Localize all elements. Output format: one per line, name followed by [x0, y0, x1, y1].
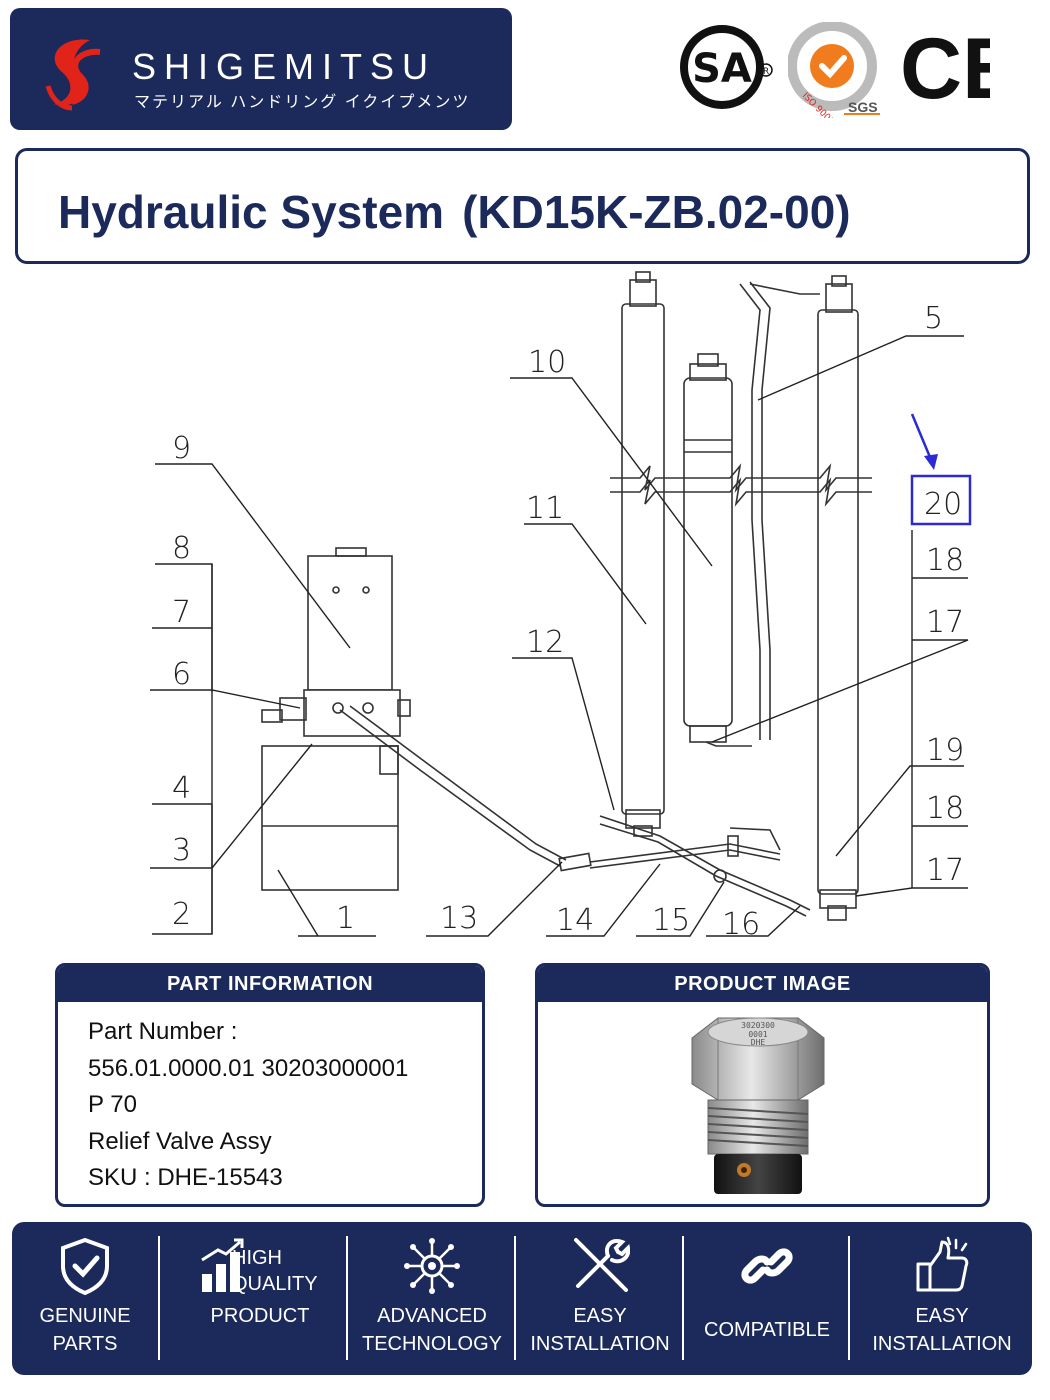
label-11: 11 — [526, 491, 564, 526]
cylinder-right — [817, 309, 859, 895]
cylinder-left — [621, 303, 665, 815]
pump-motor — [307, 555, 393, 691]
part-information-panel: PART INFORMATION Part Number : 556.01.00… — [55, 963, 485, 1207]
feature-easy-installation-tools: EASY INSTALLATION — [516, 1222, 684, 1375]
csa-certification-icon: SA R — [680, 25, 773, 109]
sgs-text: SGS — [848, 99, 878, 115]
label-17-upper: 17 — [926, 605, 964, 640]
label-12: 12 — [526, 625, 564, 660]
label-1: 1 — [336, 901, 355, 936]
feature-line: TECHNOLOGY — [361, 1333, 503, 1355]
ce-certification-icon: CE — [900, 28, 990, 108]
label-2: 2 — [172, 897, 191, 932]
oil-tank — [261, 745, 399, 891]
label-15: 15 — [652, 903, 690, 938]
label-6: 6 — [172, 657, 191, 692]
label-4: 4 — [172, 771, 191, 806]
label-17-lower: 17 — [926, 853, 964, 888]
part-number-label: Part Number : — [88, 1018, 238, 1045]
product-image-panel: PRODUCT IMAGE 3020300 0001 DHE — [535, 963, 990, 1207]
label-20: 20 — [924, 487, 962, 522]
divider — [158, 1222, 160, 1375]
part-description: Relief Valve Assy — [88, 1127, 272, 1155]
diagram-labels: 9 8 7 6 4 3 2 1 13 14 15 16 10 11 12 5 2… — [172, 301, 964, 942]
feature-line: HIGH — [232, 1247, 282, 1269]
part-information-lines: Part Number : 556.01.0000.01 30203000001… — [58, 1002, 482, 1197]
feature-line: PARTS — [52, 1333, 118, 1355]
feature-line: INSTALLATION — [530, 1333, 670, 1355]
bar-chart-icon — [201, 1238, 244, 1292]
shield-check-icon — [61, 1237, 109, 1296]
label-19: 19 — [926, 733, 964, 768]
feature-line: COMPATIBLE — [704, 1319, 830, 1341]
divider — [514, 1222, 516, 1375]
feature-line: INSTALLATION — [872, 1333, 1012, 1355]
label-18-lower: 18 — [926, 791, 964, 826]
label-13: 13 — [440, 901, 478, 936]
hydraulic-system-diagram: 9 8 7 6 4 3 2 1 13 14 15 16 10 11 12 5 2… — [150, 271, 972, 942]
label-14: 14 — [556, 903, 594, 938]
engraving-line-2: 0001 — [748, 1030, 767, 1039]
part-number-value: 556.01.0000.01 30203000001 — [88, 1054, 409, 1082]
engraving-line-1: 3020300 — [741, 1021, 775, 1030]
feature-high-quality: HIGH QUALITY PRODUCT — [172, 1222, 348, 1375]
brand-subtitle: マテリアル ハンドリング イクイプメンツ — [134, 94, 471, 111]
label-5: 5 — [924, 301, 943, 336]
part-position: P 70 — [88, 1091, 137, 1118]
feature-genuine-parts: GENUINE PARTS — [12, 1222, 158, 1375]
link-icon — [741, 1248, 793, 1284]
divider — [682, 1222, 684, 1375]
feature-line: QUALITY — [232, 1273, 318, 1295]
feature-line: EASY — [573, 1305, 627, 1327]
feature-advanced-technology: ADVANCED TECHNOLOGY — [348, 1222, 516, 1375]
highlight-arrow — [910, 413, 934, 463]
feature-compatible: COMPATIBLE — [684, 1222, 850, 1375]
product-image-header: PRODUCT IMAGE — [538, 966, 987, 1002]
highlight-box — [910, 474, 972, 526]
divider — [346, 1222, 348, 1375]
diagram-drawing — [261, 271, 872, 921]
label-10: 10 — [528, 345, 566, 380]
part-information-header: PART INFORMATION — [58, 966, 482, 1002]
iso-9001-certification-icon: ISO 9001 SGS — [788, 22, 880, 118]
title-box: Hydraulic System (KD15K-ZB.02-00) — [15, 148, 1030, 264]
tools-icon — [574, 1238, 630, 1292]
feature-line: ADVANCED — [377, 1305, 487, 1327]
circuit-icon — [404, 1238, 460, 1294]
thumbs-up-icon — [916, 1236, 969, 1292]
engraving-line-3: DHE — [751, 1038, 766, 1047]
label-3: 3 — [172, 833, 191, 868]
label-8: 8 — [172, 531, 191, 566]
relief-valve-image: 3020300 0001 DHE — [691, 1017, 825, 1194]
title-code: (KD15K-ZB.02-00) — [462, 186, 851, 238]
shigemitsu-logo-icon — [45, 39, 101, 111]
title-main: Hydraulic System — [58, 186, 445, 238]
label-18-upper: 18 — [926, 543, 964, 578]
valve-block — [303, 689, 401, 737]
highlight-marker — [910, 413, 972, 526]
cylinder-middle — [683, 377, 733, 727]
feature-line: PRODUCT — [210, 1305, 310, 1327]
svg-text:R: R — [763, 67, 769, 77]
brand-header: SHIGEMITSU マテリアル ハンドリング イクイプメンツ — [10, 8, 512, 130]
part-sku: SKU : DHE-15543 — [88, 1164, 283, 1191]
divider — [848, 1222, 850, 1375]
feature-line: GENUINE — [39, 1305, 131, 1327]
brand-name: SHIGEMITSU — [132, 46, 437, 87]
feature-bar: GENUINE PARTS HIGH QUALITY PRODUCT — [12, 1222, 1032, 1375]
feature-line: EASY — [915, 1305, 969, 1327]
ce-text: CE — [900, 28, 990, 108]
feature-easy-installation-thumbs: EASY INSTALLATION — [852, 1222, 1032, 1375]
label-7: 7 — [172, 595, 191, 630]
label-16: 16 — [722, 907, 760, 942]
page-title: Hydraulic System (KD15K-ZB.02-00) — [58, 185, 851, 239]
leader-lines — [150, 335, 969, 937]
label-9: 9 — [172, 431, 191, 466]
csa-text: SA — [692, 46, 752, 92]
